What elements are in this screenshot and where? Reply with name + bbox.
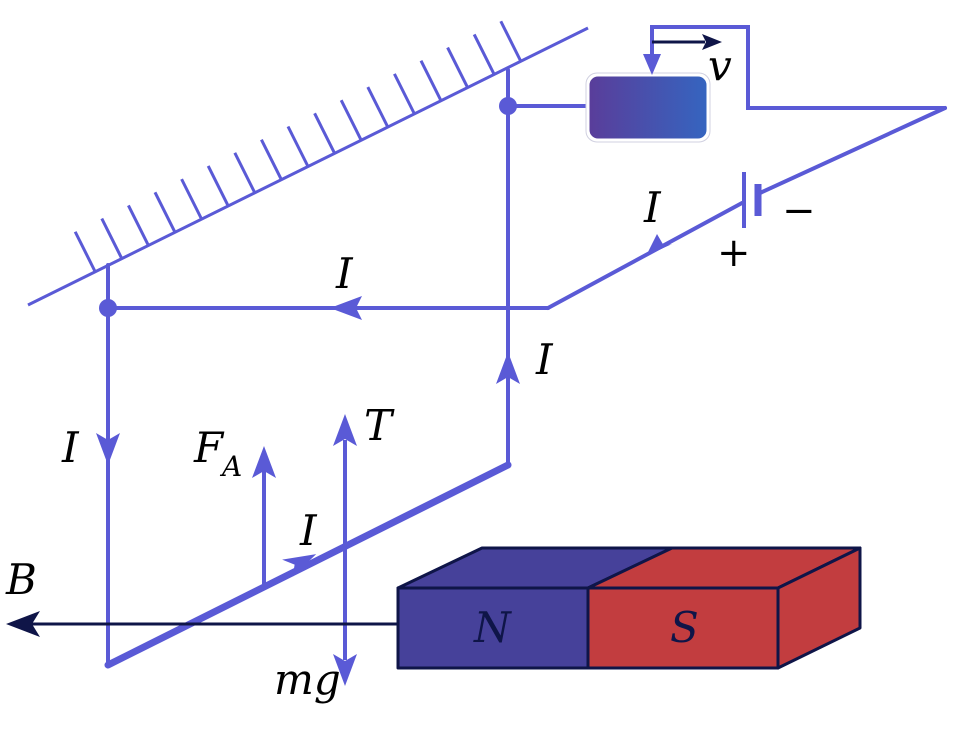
hatch-line (73, 231, 97, 273)
ampere-force-label: F (193, 423, 225, 472)
magnet-south-pole (586, 586, 780, 670)
hatch-line (472, 33, 496, 76)
battery-to-right-wire (758, 106, 947, 195)
hatch-line (499, 20, 523, 62)
velocity-arrow (652, 34, 722, 50)
battery-plus-label: + (717, 230, 751, 276)
ampere-force-arrow (252, 446, 276, 585)
hatch-line (393, 73, 416, 115)
hatch-line (153, 191, 177, 233)
hatch-line (419, 60, 443, 102)
hatch-line (313, 112, 336, 155)
current-label-top: I (335, 249, 354, 298)
suspended-rod (104, 461, 512, 669)
current-label-right: I (535, 335, 554, 384)
battery-icon (742, 172, 762, 228)
tension-arrow (333, 414, 357, 548)
south-pole-label: S (670, 603, 699, 652)
gravity-label: mg (274, 655, 341, 704)
tension-label: T (364, 401, 395, 450)
hatch-line (233, 152, 257, 194)
current-arrow-slant (646, 234, 672, 256)
ceiling-hatching (73, 20, 523, 273)
hatch-line (339, 99, 363, 141)
hatch-line (100, 217, 124, 260)
hatch-line (206, 165, 230, 207)
hatch-line (127, 204, 150, 247)
hatch-line (286, 125, 310, 168)
right-joint (499, 97, 517, 115)
gravity-arrow (333, 548, 357, 686)
hatch-line (180, 178, 203, 220)
north-pole-label: N (473, 603, 512, 652)
current-arrow-rod (282, 554, 317, 577)
circuit-wires (106, 25, 947, 667)
current-arrow-right (496, 352, 520, 384)
bar-magnet (396, 546, 862, 670)
hatch-line (366, 86, 390, 128)
current-arrow-left (96, 433, 120, 465)
magnetic-field-label: B (5, 555, 37, 604)
hatch-line (446, 46, 469, 89)
ceiling-support (27, 20, 589, 307)
hatch-line (260, 138, 283, 181)
left-joint (99, 299, 117, 317)
current-label-slant: I (643, 183, 662, 232)
current-arrow-top (330, 296, 362, 320)
meter-device (586, 73, 710, 142)
current-label-left: I (61, 423, 80, 472)
battery-slant-wire (546, 201, 744, 310)
current-label-rod: I (299, 506, 318, 555)
battery-minus-label: − (782, 188, 816, 234)
velocity-label: v (708, 41, 732, 90)
magnetic-field-arrow (6, 611, 398, 637)
meter-pointer-arrow (643, 54, 661, 75)
ampere-force-subscript: A (219, 450, 242, 483)
meter-return-wire (650, 25, 947, 110)
